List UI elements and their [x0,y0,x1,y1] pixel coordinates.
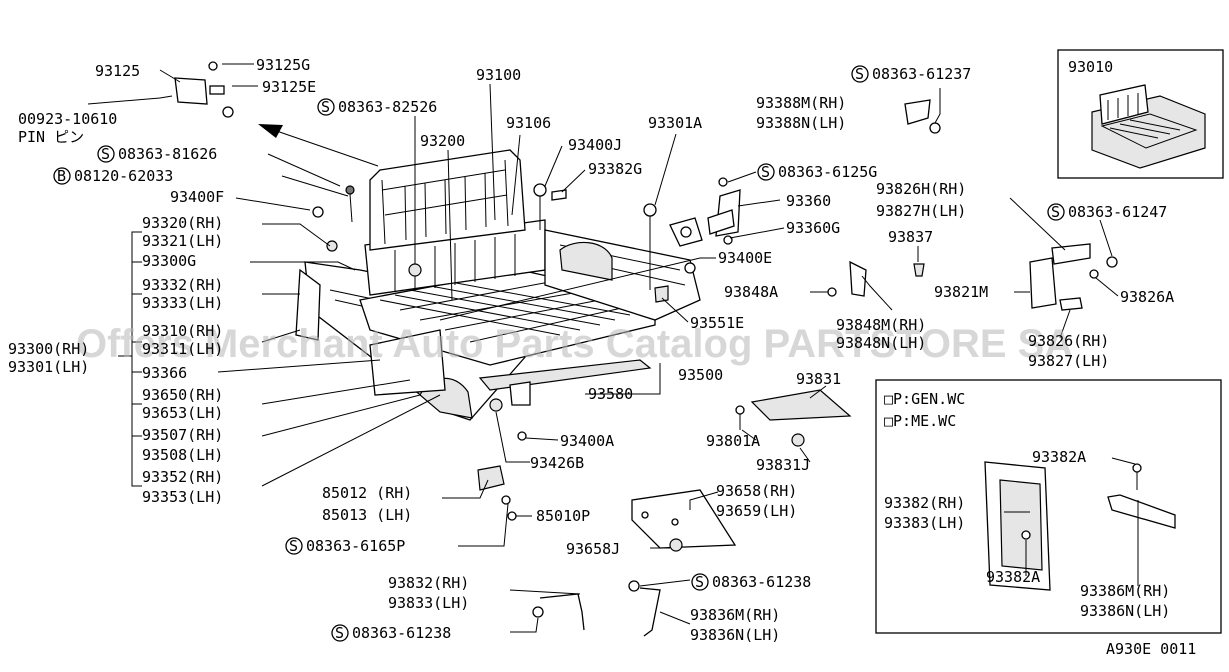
label-93831: 93831 [796,370,841,388]
label-93836n: 93836N(LH) [690,626,780,644]
label-93836m: 93836M(RH) [690,606,780,624]
label-93382g: 93382G [588,160,642,178]
label-93658j: 93658J [566,540,620,558]
s-mark: S [321,98,330,116]
label-93827: 93827(LH) [1028,352,1109,370]
label-93332: 93332(RH) [142,276,223,294]
label-gen-wc: □P:GEN.WC [884,390,965,408]
label-93382a-bottom: 93382A [986,568,1040,586]
label-08363-82526: 08363-82526 [338,98,437,116]
label-93827h: 93827H(LH) [876,202,966,220]
label-85010p: 85010P [536,507,590,525]
label-93848m: 93848M(RH) [836,316,926,334]
label-93500: 93500 [678,366,723,384]
label-93320: 93320(RH) [142,214,223,232]
s-mark: S [1051,203,1060,221]
label-08363-61247: 08363-61247 [1068,203,1167,221]
label-93300g: 93300G [142,252,196,270]
label-93382: 93382(RH) [884,494,965,512]
part-labels: 93125 93125G 93125E 00923-10610 PIN ピン 9… [8,56,1196,658]
s-mark: S [761,163,770,181]
label-93301: 93301(LH) [8,358,89,376]
hardware-parts [159,61,1176,637]
label-93353: 93353(LH) [142,488,223,506]
watermark: Offers Merchant Auto Parts Catalog PARTS… [76,322,1073,366]
label-08363-6165p: 08363-6165P [306,537,405,555]
label-93200: 93200 [420,132,465,150]
label-93848a: 93848A [724,283,778,301]
label-85012: 85012 (RH) [322,484,412,502]
label-93310: 93310(RH) [142,322,223,340]
label-08120-62033: 08120-62033 [74,167,173,185]
label-93426b: 93426B [530,454,584,472]
s-mark: S [855,65,864,83]
label-93388m: 93388M(RH) [756,94,846,112]
inset-box-wc-options [875,379,1222,634]
label-93580: 93580 [588,385,633,403]
label-08363-61238a: 08363-61238 [712,573,811,591]
label-93106: 93106 [506,114,551,132]
label-93366: 93366 [142,364,187,382]
label-93388n: 93388N(LH) [756,114,846,132]
label-08363-6125g: 08363-6125G [778,163,877,181]
label-93100: 93100 [476,66,521,84]
label-93848n: 93848N(LH) [836,334,926,352]
label-93833: 93833(LH) [388,594,469,612]
b-mark: B [57,167,66,185]
label-93832: 93832(RH) [388,574,469,592]
s-mark: S [695,573,704,591]
label-93125g: 93125G [256,56,310,74]
label-93382a-top: 93382A [1032,448,1086,466]
label-93653: 93653(LH) [142,404,223,422]
label-93125: 93125 [95,62,140,80]
label-93301a: 93301A [648,114,702,132]
label-93551e: 93551E [690,314,744,332]
label-08363-61238b: 08363-61238 [352,624,451,642]
spec-markers: S S B S S S S S S [53,65,1065,642]
label-93400j: 93400J [568,136,622,154]
label-pin: PIN ピン [18,128,84,146]
label-93507: 93507(RH) [142,426,223,444]
label-93659: 93659(LH) [716,502,797,520]
s-mark: S [101,145,110,163]
label-93400e: 93400E [718,249,772,267]
label-08363-81626: 08363-81626 [118,145,217,163]
label-93352: 93352(RH) [142,468,223,486]
label-93826h: 93826H(RH) [876,180,966,198]
inset-box-93010 [1057,49,1224,179]
label-08363-61237: 08363-61237 [872,65,971,83]
label-93837: 93837 [888,228,933,246]
label-93311: 93311(LH) [142,340,223,358]
diagram-reference-code: A930E 0011 [1106,640,1196,658]
label-93400f: 93400F [170,188,224,206]
s-mark: S [289,537,298,555]
label-93400a: 93400A [560,432,614,450]
label-93386n: 93386N(LH) [1080,602,1170,620]
label-93831j: 93831J [756,456,810,474]
label-00923-10610: 00923-10610 [18,110,117,128]
label-93508: 93508(LH) [142,446,223,464]
thumbnail-truck-bed [1091,84,1206,169]
label-93650: 93650(RH) [142,386,223,404]
label-me-wc: □P:ME.WC [884,412,956,430]
truck-bed-assembly [295,149,701,421]
label-93383: 93383(LH) [884,514,965,532]
label-93300: 93300(RH) [8,340,89,358]
leader-lines [87,63,1139,633]
label-85013: 85013 (LH) [322,506,412,524]
label-93826a: 93826A [1120,288,1174,306]
label-93360g: 93360G [786,219,840,237]
label-93010: 93010 [1068,58,1113,76]
label-93801a: 93801A [706,432,760,450]
s-mark: S [335,624,344,642]
label-93321: 93321(LH) [142,232,223,250]
label-93658: 93658(RH) [716,482,797,500]
label-93333: 93333(LH) [142,294,223,312]
label-93386m: 93386M(RH) [1080,582,1170,600]
label-93826: 93826(RH) [1028,332,1109,350]
label-93360: 93360 [786,192,831,210]
label-93125e: 93125E [262,78,316,96]
label-93821m: 93821M [934,283,988,301]
